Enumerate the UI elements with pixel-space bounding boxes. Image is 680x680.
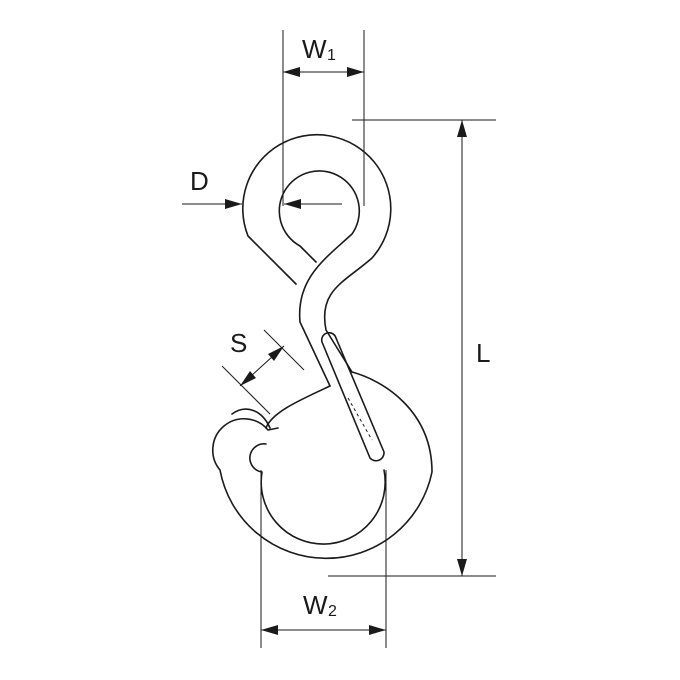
w1-label: W bbox=[302, 34, 327, 64]
w1-arrow-left bbox=[283, 67, 300, 77]
upper-loop-outer bbox=[241, 133, 392, 373]
w2-label-subscript: 2 bbox=[328, 603, 337, 620]
w2-arrow-left bbox=[261, 625, 278, 635]
w2-dimension: W 2 bbox=[260, 470, 387, 648]
s-hook-drawing bbox=[211, 133, 433, 560]
s-extension-outer bbox=[221, 365, 271, 415]
s-dimension: S bbox=[221, 328, 305, 415]
l-arrow-bottom bbox=[457, 559, 467, 576]
w2-arrow-right bbox=[369, 625, 386, 635]
latch-edge bbox=[347, 397, 373, 441]
shank-right bbox=[211, 371, 433, 560]
w1-label-subscript: 1 bbox=[327, 47, 336, 64]
w1-arrow-right bbox=[347, 67, 364, 77]
w1-dimension: W 1 bbox=[282, 30, 365, 206]
lower-hook-tip bbox=[231, 408, 271, 429]
d-dimension: D bbox=[182, 166, 342, 209]
latch-slot bbox=[320, 331, 385, 462]
upper-loop-inner bbox=[278, 170, 361, 387]
d-arrow-left bbox=[225, 199, 242, 209]
l-label: L bbox=[476, 338, 490, 368]
s-label: S bbox=[230, 328, 247, 358]
l-arrow-top bbox=[457, 120, 467, 137]
s-arrow-lower bbox=[240, 371, 256, 386]
s-arrow-upper bbox=[268, 346, 284, 361]
s-extension-inner bbox=[263, 329, 305, 371]
d-arrow-right bbox=[284, 199, 301, 209]
lower-hook-inner bbox=[249, 385, 386, 545]
w2-label: W bbox=[303, 590, 328, 620]
d-label: D bbox=[190, 166, 209, 196]
l-dimension: L bbox=[328, 119, 496, 577]
